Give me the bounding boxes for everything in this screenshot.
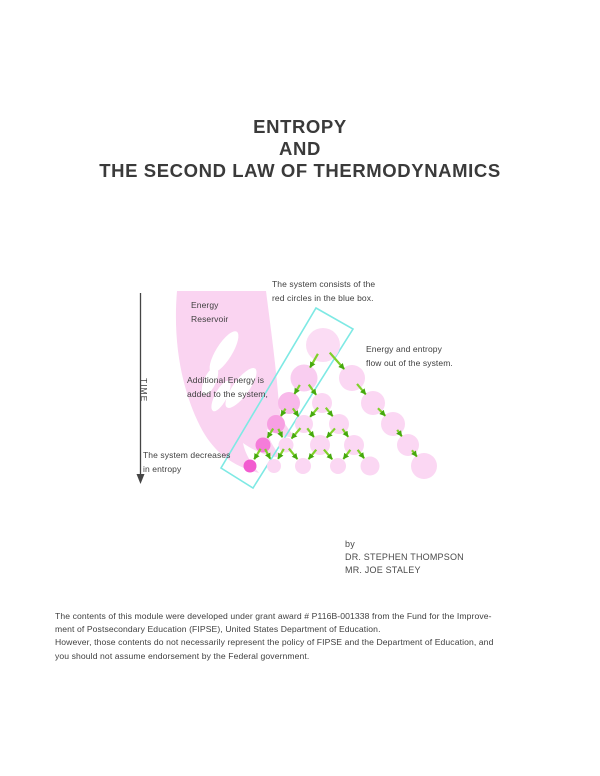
energy-arrows: [253, 351, 418, 461]
swoosh-shape: [175, 291, 295, 473]
swoosh-petal-cutout: [201, 367, 219, 395]
energy-arrow: [277, 428, 284, 438]
label-line: Energy: [191, 300, 219, 310]
energy-arrow: [264, 448, 272, 460]
system-circle: [255, 437, 271, 453]
outflow-circle: [330, 458, 346, 474]
page-title: ENTROPY AND THE SECOND LAW OF THERMODYNA…: [0, 116, 600, 182]
energy-arrow: [266, 428, 275, 439]
time-axis-arrowhead-icon: [136, 474, 145, 484]
energy-arrow: [323, 448, 334, 461]
credits-author-1: DR. STEPHEN THOMPSON: [345, 552, 464, 562]
time-axis-label: TIME: [139, 378, 149, 403]
energy-arrow: [290, 427, 302, 440]
energy-arrow: [293, 384, 301, 395]
label-line: flow out of the system.: [366, 357, 453, 368]
outflow-circle: [344, 435, 364, 455]
label-additional-energy: Additional Energy is added to the system…: [187, 374, 268, 401]
energy-arrow: [396, 429, 403, 438]
title-line-3: THE SECOND LAW OF THERMODYNAMICS: [99, 160, 501, 181]
energy-arrow: [324, 406, 334, 417]
energy-arrow: [307, 448, 318, 460]
system-circle: [278, 392, 300, 414]
outflow-circle: [381, 412, 405, 436]
energy-arrow: [307, 383, 318, 396]
label-line: Additional Energy is: [187, 375, 265, 385]
system-circle: [267, 415, 285, 433]
system-box: [219, 306, 355, 490]
label-line: The system decreases: [143, 450, 231, 460]
footer-disclaimer: The contents of this module were develop…: [55, 610, 557, 663]
footer-line-3: However, those contents do not necessari…: [55, 637, 494, 648]
credits-by: by: [345, 539, 355, 549]
swoosh-petal-cutout: [225, 368, 257, 408]
energy-arrow: [277, 448, 285, 460]
footer-line-1: The contents of this module were develop…: [55, 611, 492, 621]
label-line: red circles in the blue box.: [272, 292, 374, 303]
label-line: in entropy: [143, 463, 182, 474]
system-circle: [290, 364, 318, 392]
footer-line-4: you should not assume endorsement by the…: [55, 650, 310, 661]
swoosh-petal-cutout: [211, 380, 231, 412]
label-energy-reservoir: Energy Reservoir: [191, 299, 228, 326]
energy-arrow: [328, 351, 346, 370]
label-system-consists: The system consists of the red circles i…: [272, 278, 375, 305]
energy-arrow: [287, 447, 299, 460]
energy-arrow: [309, 353, 319, 369]
outflow-circle: [295, 458, 311, 474]
energy-arrow: [356, 383, 367, 396]
energy-arrow: [306, 427, 315, 438]
credits-author-2: MR. JOE STALEY: [345, 565, 421, 575]
energy-arrow: [356, 449, 365, 459]
outflow-circle: [360, 456, 380, 476]
system-circle: [243, 459, 257, 473]
title-line-1: ENTROPY: [253, 116, 347, 137]
label-line: Reservoir: [191, 313, 229, 324]
label-energy-outflow: Energy and entropy flow out of the syste…: [366, 343, 453, 370]
time-axis: [136, 293, 145, 484]
label-line: Energy and entropy: [366, 344, 442, 354]
label-line: added to the system,: [187, 388, 268, 399]
swoosh-petal-cutout: [209, 331, 239, 373]
energy-arrow: [291, 407, 300, 417]
energy-arrow: [342, 449, 352, 460]
energy-arrow: [309, 406, 319, 418]
outflow-circle: [397, 434, 419, 456]
energy-arrow: [325, 427, 336, 439]
energy-arrow: [280, 408, 287, 417]
outflow-circle: [411, 453, 437, 479]
label-entropy-decrease: The system decreases in entropy: [143, 449, 231, 476]
energy-arrow: [341, 428, 350, 438]
title-line-2: AND: [279, 138, 321, 159]
label-line: The system consists of the: [272, 279, 376, 289]
energy-arrow: [253, 448, 262, 460]
circle-lattice: [243, 328, 437, 479]
credits: by DR. STEPHEN THOMPSON MR. JOE STALEY: [345, 538, 464, 577]
energy-arrow: [411, 449, 418, 458]
footer-line-2: ment of Postsecondary Education (FIPSE),…: [55, 624, 381, 635]
energy-flow-swoosh: [175, 291, 295, 473]
energy-arrow: [377, 407, 387, 417]
outflow-circle: [267, 459, 281, 473]
